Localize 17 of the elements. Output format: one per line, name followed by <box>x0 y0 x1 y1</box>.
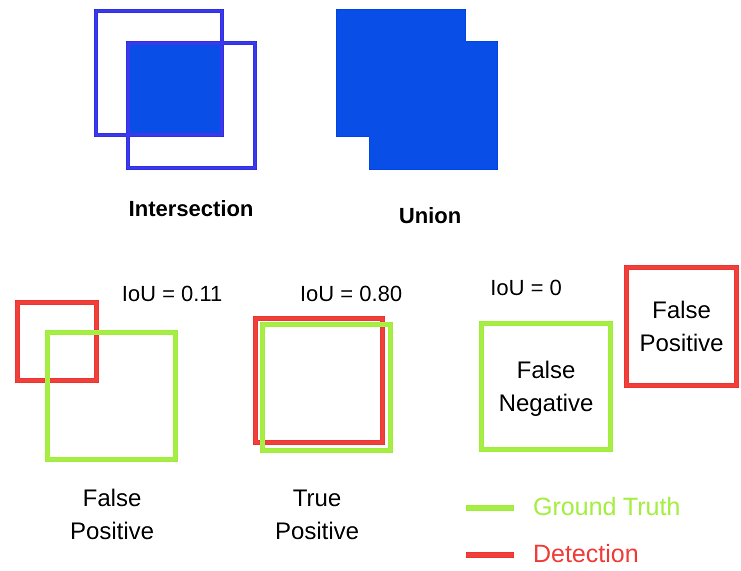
ground-truth-box <box>260 322 393 453</box>
caption: Union <box>398 203 462 229</box>
iou-value: IoU = 0 <box>489 275 563 301</box>
ground-truth-box <box>479 321 613 452</box>
box-label: False Negative <box>498 356 594 418</box>
box-label: False Positive <box>638 296 725 358</box>
iou-value: IoU = 0.11 <box>120 281 224 307</box>
iou-value: IoU = 0.80 <box>298 281 404 307</box>
detection-box <box>15 300 99 383</box>
caption: Intersection <box>128 196 254 222</box>
caption: True Positive <box>274 484 360 547</box>
caption: False Positive <box>68 484 156 547</box>
legend-label: Ground Truth <box>533 493 680 522</box>
detection-box <box>624 265 739 388</box>
ground-truth-box <box>45 330 178 462</box>
legend-label: Detection <box>533 540 639 569</box>
detection-box <box>253 316 385 445</box>
